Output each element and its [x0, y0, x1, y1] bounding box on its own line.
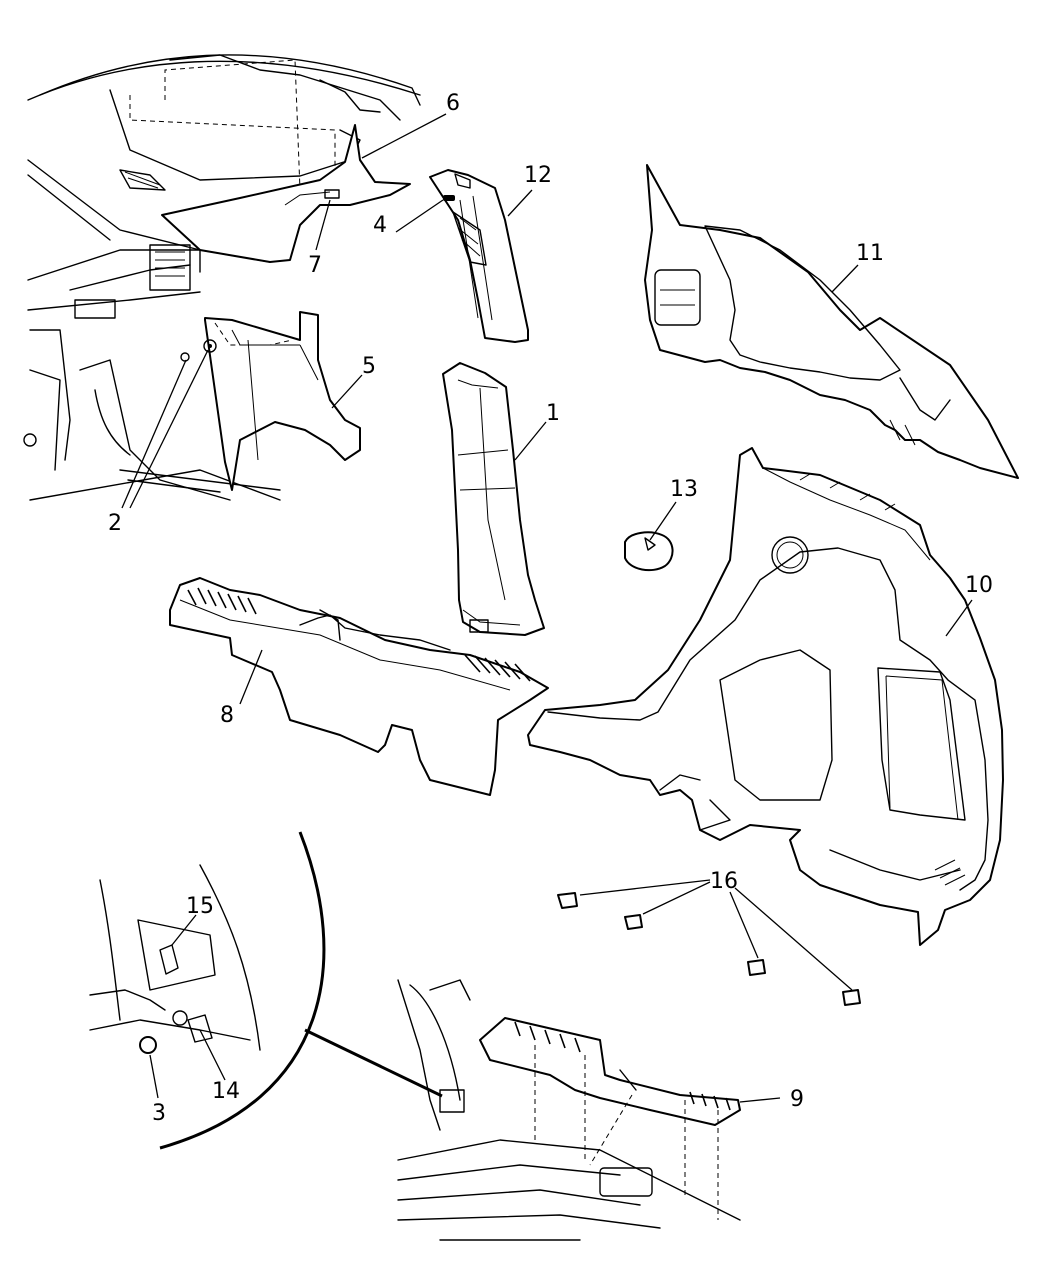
- leader-1: [514, 421, 547, 461]
- part-6-upper-trim: [161, 124, 411, 263]
- leader-16a: [579, 879, 711, 896]
- leader-4: [395, 199, 444, 233]
- leader-7: [315, 199, 331, 251]
- leader-3: [149, 1054, 159, 1099]
- callout-1: 1: [546, 401, 560, 426]
- leader-5: [331, 374, 363, 409]
- leader-2b: [129, 349, 209, 509]
- part-13-clip: [624, 531, 674, 572]
- leader-inset-to-9: [304, 1028, 443, 1098]
- callout-12: 12: [524, 163, 552, 188]
- leader-10: [945, 599, 973, 637]
- part-5-cowl-trim: [204, 311, 361, 491]
- part-11-quarter-upper: [644, 164, 1019, 479]
- part-8-sill-plate: [169, 577, 549, 796]
- leader-16c: [729, 891, 759, 959]
- part-1-b-pillar: [442, 362, 545, 636]
- leader-14: [199, 1029, 226, 1081]
- part-10-quarter-lower: [527, 447, 1004, 946]
- part-16-clips: [557, 892, 861, 1006]
- leader-15: [171, 914, 197, 946]
- callout-14: 14: [212, 1079, 240, 1104]
- leader-13: [649, 501, 677, 541]
- callout-10: 10: [965, 573, 993, 598]
- leader-11: [831, 264, 859, 293]
- part-9-scuff-area: [397, 979, 741, 1241]
- callout-7: 7: [308, 253, 322, 278]
- leader-16b: [642, 881, 711, 915]
- callout-3: 3: [152, 1101, 166, 1126]
- callout-16: 16: [710, 869, 738, 894]
- callout-15: 15: [186, 894, 214, 919]
- callout-9: 9: [790, 1087, 804, 1112]
- leader-9: [739, 1097, 781, 1103]
- callout-4: 4: [373, 213, 387, 238]
- leader-lines: [121, 113, 973, 1103]
- callout-2: 2: [108, 511, 122, 536]
- detail-inset: [89, 831, 326, 1150]
- callout-6: 6: [446, 91, 460, 116]
- callout-11: 11: [856, 241, 884, 266]
- dashboard-area: [23, 54, 421, 501]
- leader-12: [507, 189, 533, 217]
- leader-16d: [734, 887, 853, 991]
- callout-8: 8: [220, 703, 234, 728]
- leader-6: [361, 113, 447, 159]
- callout-labels: 1 2 3 4 5 6 7 8 9 10 11 12 13 14 15 16: [108, 91, 993, 1126]
- leader-2: [121, 359, 187, 509]
- callout-13: 13: [670, 477, 698, 502]
- callout-5: 5: [362, 354, 376, 379]
- leader-8: [239, 649, 263, 705]
